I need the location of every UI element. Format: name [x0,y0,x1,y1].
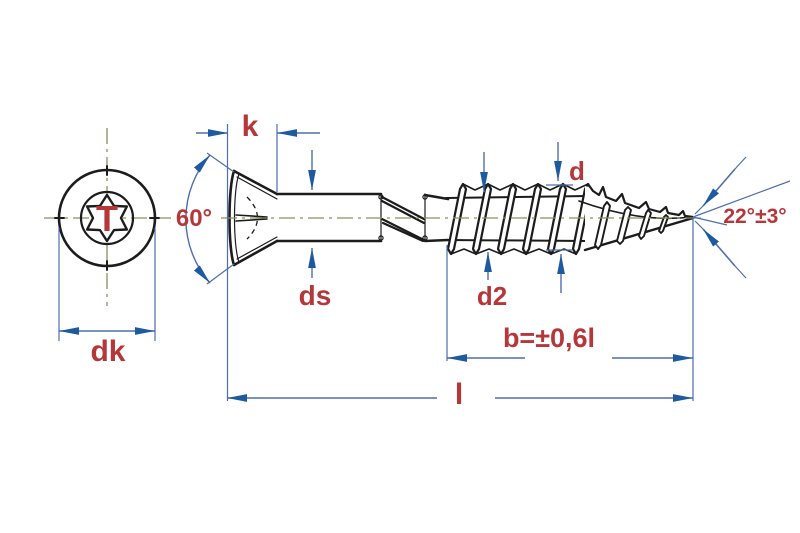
k-label: k [242,110,259,143]
head-cone-bottom [232,239,279,267]
b-label: b=±0,6l [503,323,595,353]
screw-head [228,169,279,267]
dk-dimension: dk [58,228,156,368]
tip-flute-cut [578,200,692,220]
head-inner-circle [79,190,135,246]
l-dimension: l [227,219,694,411]
quadrant-ticks [54,165,160,271]
side-view [221,169,703,267]
torx-label: T [96,198,118,239]
torx-star-recess [85,193,129,243]
dk-label: dk [90,335,125,368]
l-label: l [455,378,463,411]
tip-angle-dimension: 22°±3° [692,156,791,279]
k-dimension: k [196,110,320,401]
head-angle-dimension: 60° [176,152,235,285]
head-angle-arc [185,154,211,284]
hidden-recess-profile [246,196,259,240]
head-angle-label: 60° [176,205,212,232]
head-cone-top [232,169,279,196]
ds-dimension: ds [299,150,332,311]
ds-label: ds [299,280,332,311]
dimensions: k 60° ds d2 d [176,110,791,411]
d-dimension: d [546,142,585,293]
front-view: T dk [44,128,171,368]
screw-tip [578,183,695,252]
shank [275,192,383,243]
tip-angle-label: 22°±3° [723,205,786,228]
tip-serrated-edge [587,183,694,219]
thread-section [445,182,695,256]
d2-label: d2 [477,281,507,311]
d-label: d [569,156,585,186]
b-dimension: b=±0,6l [446,245,693,362]
d2-dimension: d2 [477,152,507,311]
